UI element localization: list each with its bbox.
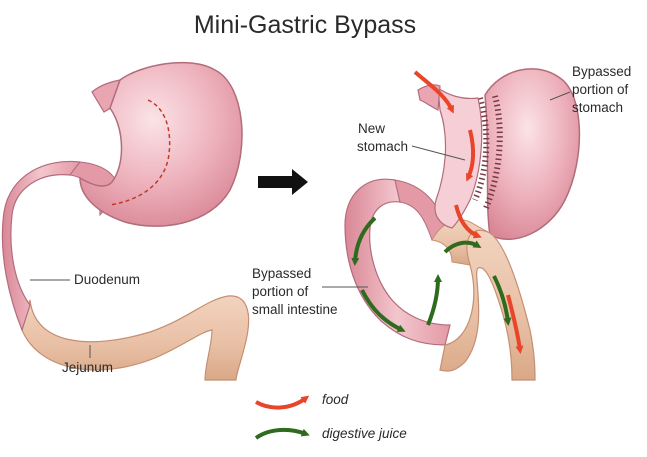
juice-flow-arrow — [351, 216, 377, 266]
bypassed-stomach-shape — [484, 68, 581, 240]
red-curved-arrow-icon — [255, 395, 310, 410]
food-flow-arrow — [466, 129, 476, 182]
legend-digestive-juice-label: digestive juice — [322, 426, 407, 441]
new-stomach-label-line2: stomach — [357, 139, 408, 154]
juice-flow-arrow — [426, 274, 442, 326]
jejunum-shape — [21, 295, 250, 381]
diagram-title: Mini-Gastric Bypass — [194, 11, 416, 39]
juice-flow-arrow — [492, 275, 512, 326]
bypassed-stomach-label-line1: Bypassed — [572, 64, 631, 79]
duodenum-label: Duodenum — [74, 272, 140, 287]
post-surgery-anatomy: New stomach Bypassed portion of stomach … — [252, 64, 631, 381]
food-flow-arrow — [506, 294, 524, 354]
duodenum-shape — [1, 160, 82, 332]
bypassed-intestine-label-line1: Bypassed — [252, 266, 311, 281]
bypassed-stomach-label-line2: portion of — [572, 82, 629, 97]
new-stomach-label-line1: New — [358, 121, 385, 136]
bypassed-stomach-label-line3: stomach — [572, 100, 623, 115]
bypassed-intestine-label-line3: small intestine — [252, 302, 338, 317]
legend: food digestive juice — [254, 392, 407, 441]
food-flow-arrow — [454, 204, 482, 239]
normal-anatomy: Duodenum Jejunum — [1, 61, 250, 381]
juice-flow-arrow — [360, 289, 406, 332]
bypassed-intestine-label-line2: portion of — [252, 284, 309, 299]
legend-food-label: food — [322, 392, 349, 407]
right-arrow-icon — [258, 169, 308, 195]
green-curved-arrow-icon — [254, 427, 310, 440]
cut-line — [109, 99, 171, 206]
food-flow-arrow — [413, 70, 454, 114]
jejunum-label: Jejunum — [62, 360, 113, 375]
juice-flow-arrow — [443, 240, 482, 254]
stomach-shape — [79, 61, 243, 227]
